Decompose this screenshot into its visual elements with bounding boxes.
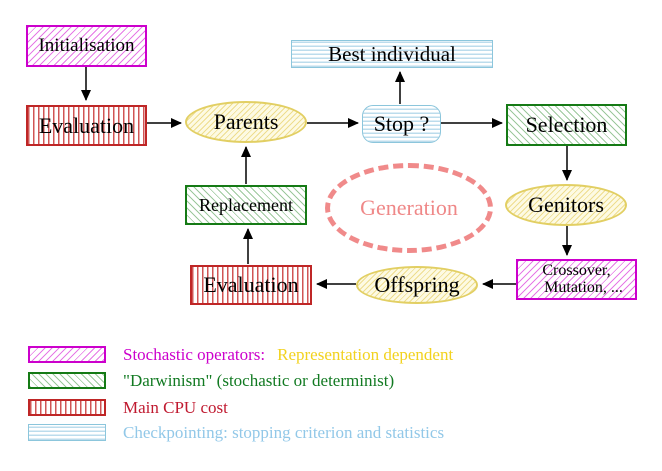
node-best-individual-label: Best individual	[328, 41, 456, 66]
node-selection-label: Selection	[525, 112, 608, 138]
legend-swatch-cyan-lines	[28, 424, 106, 441]
legend-text-stochastic-operators: Stochastic operators:	[123, 345, 266, 364]
node-best-individual: Best individual	[291, 40, 493, 68]
node-parents-label: Parents	[213, 109, 279, 135]
legend-label-stochastic: Stochastic operators: Representation depe…	[123, 346, 453, 363]
legend-swatch-magenta-hatch	[28, 346, 106, 363]
legend-text-checkpointing: Checkpointing: stopping criterion and st…	[123, 423, 445, 442]
node-stop-label: Stop ?	[373, 111, 430, 137]
node-genitors-label: Genitors	[528, 192, 604, 218]
node-crossover-mutation: Crossover, Mutation, ...	[516, 259, 637, 300]
generation-loop-ellipse: Generation	[325, 163, 493, 253]
legend-row-stochastic-operators: Stochastic operators: Representation depe…	[28, 346, 453, 363]
node-offspring-label: Offspring	[374, 272, 460, 298]
legend-swatch-green-hatch	[28, 372, 106, 389]
node-stop: Stop ?	[362, 105, 441, 143]
node-evaluation-top: Evaluation	[26, 105, 147, 146]
legend-row-darwinism: "Darwinism" (stochastic or determinist)	[28, 372, 394, 389]
node-replacement-label: Replacement	[199, 194, 293, 215]
legend-text-representation-dependent: Representation dependent	[277, 345, 454, 364]
legend-text-main-cpu-cost: Main CPU cost	[123, 398, 228, 417]
node-parents: Parents	[185, 101, 307, 143]
node-replacement: Replacement	[185, 185, 307, 225]
node-selection: Selection	[506, 104, 627, 146]
node-offspring: Offspring	[356, 266, 478, 304]
generation-label: Generation	[360, 195, 458, 220]
legend-row-checkpointing: Checkpointing: stopping criterion and st…	[28, 424, 444, 441]
legend-text-darwinism: "Darwinism" (stochastic or determinist)	[123, 371, 395, 390]
legend-swatch-red-lines	[28, 399, 106, 416]
legend-row-cpu-cost: Main CPU cost	[28, 399, 228, 416]
node-initialisation: Initialisation	[26, 25, 147, 67]
node-evaluation-bottom-label: Evaluation	[203, 272, 299, 298]
node-evaluation-bottom: Evaluation	[190, 265, 312, 305]
node-crossover-line2: Mutation, ...	[544, 278, 623, 296]
node-initialisation-label: Initialisation	[38, 35, 135, 57]
node-crossover-line1: Crossover,	[542, 261, 611, 279]
node-genitors: Genitors	[505, 184, 627, 226]
node-evaluation-top-label: Evaluation	[38, 112, 135, 138]
